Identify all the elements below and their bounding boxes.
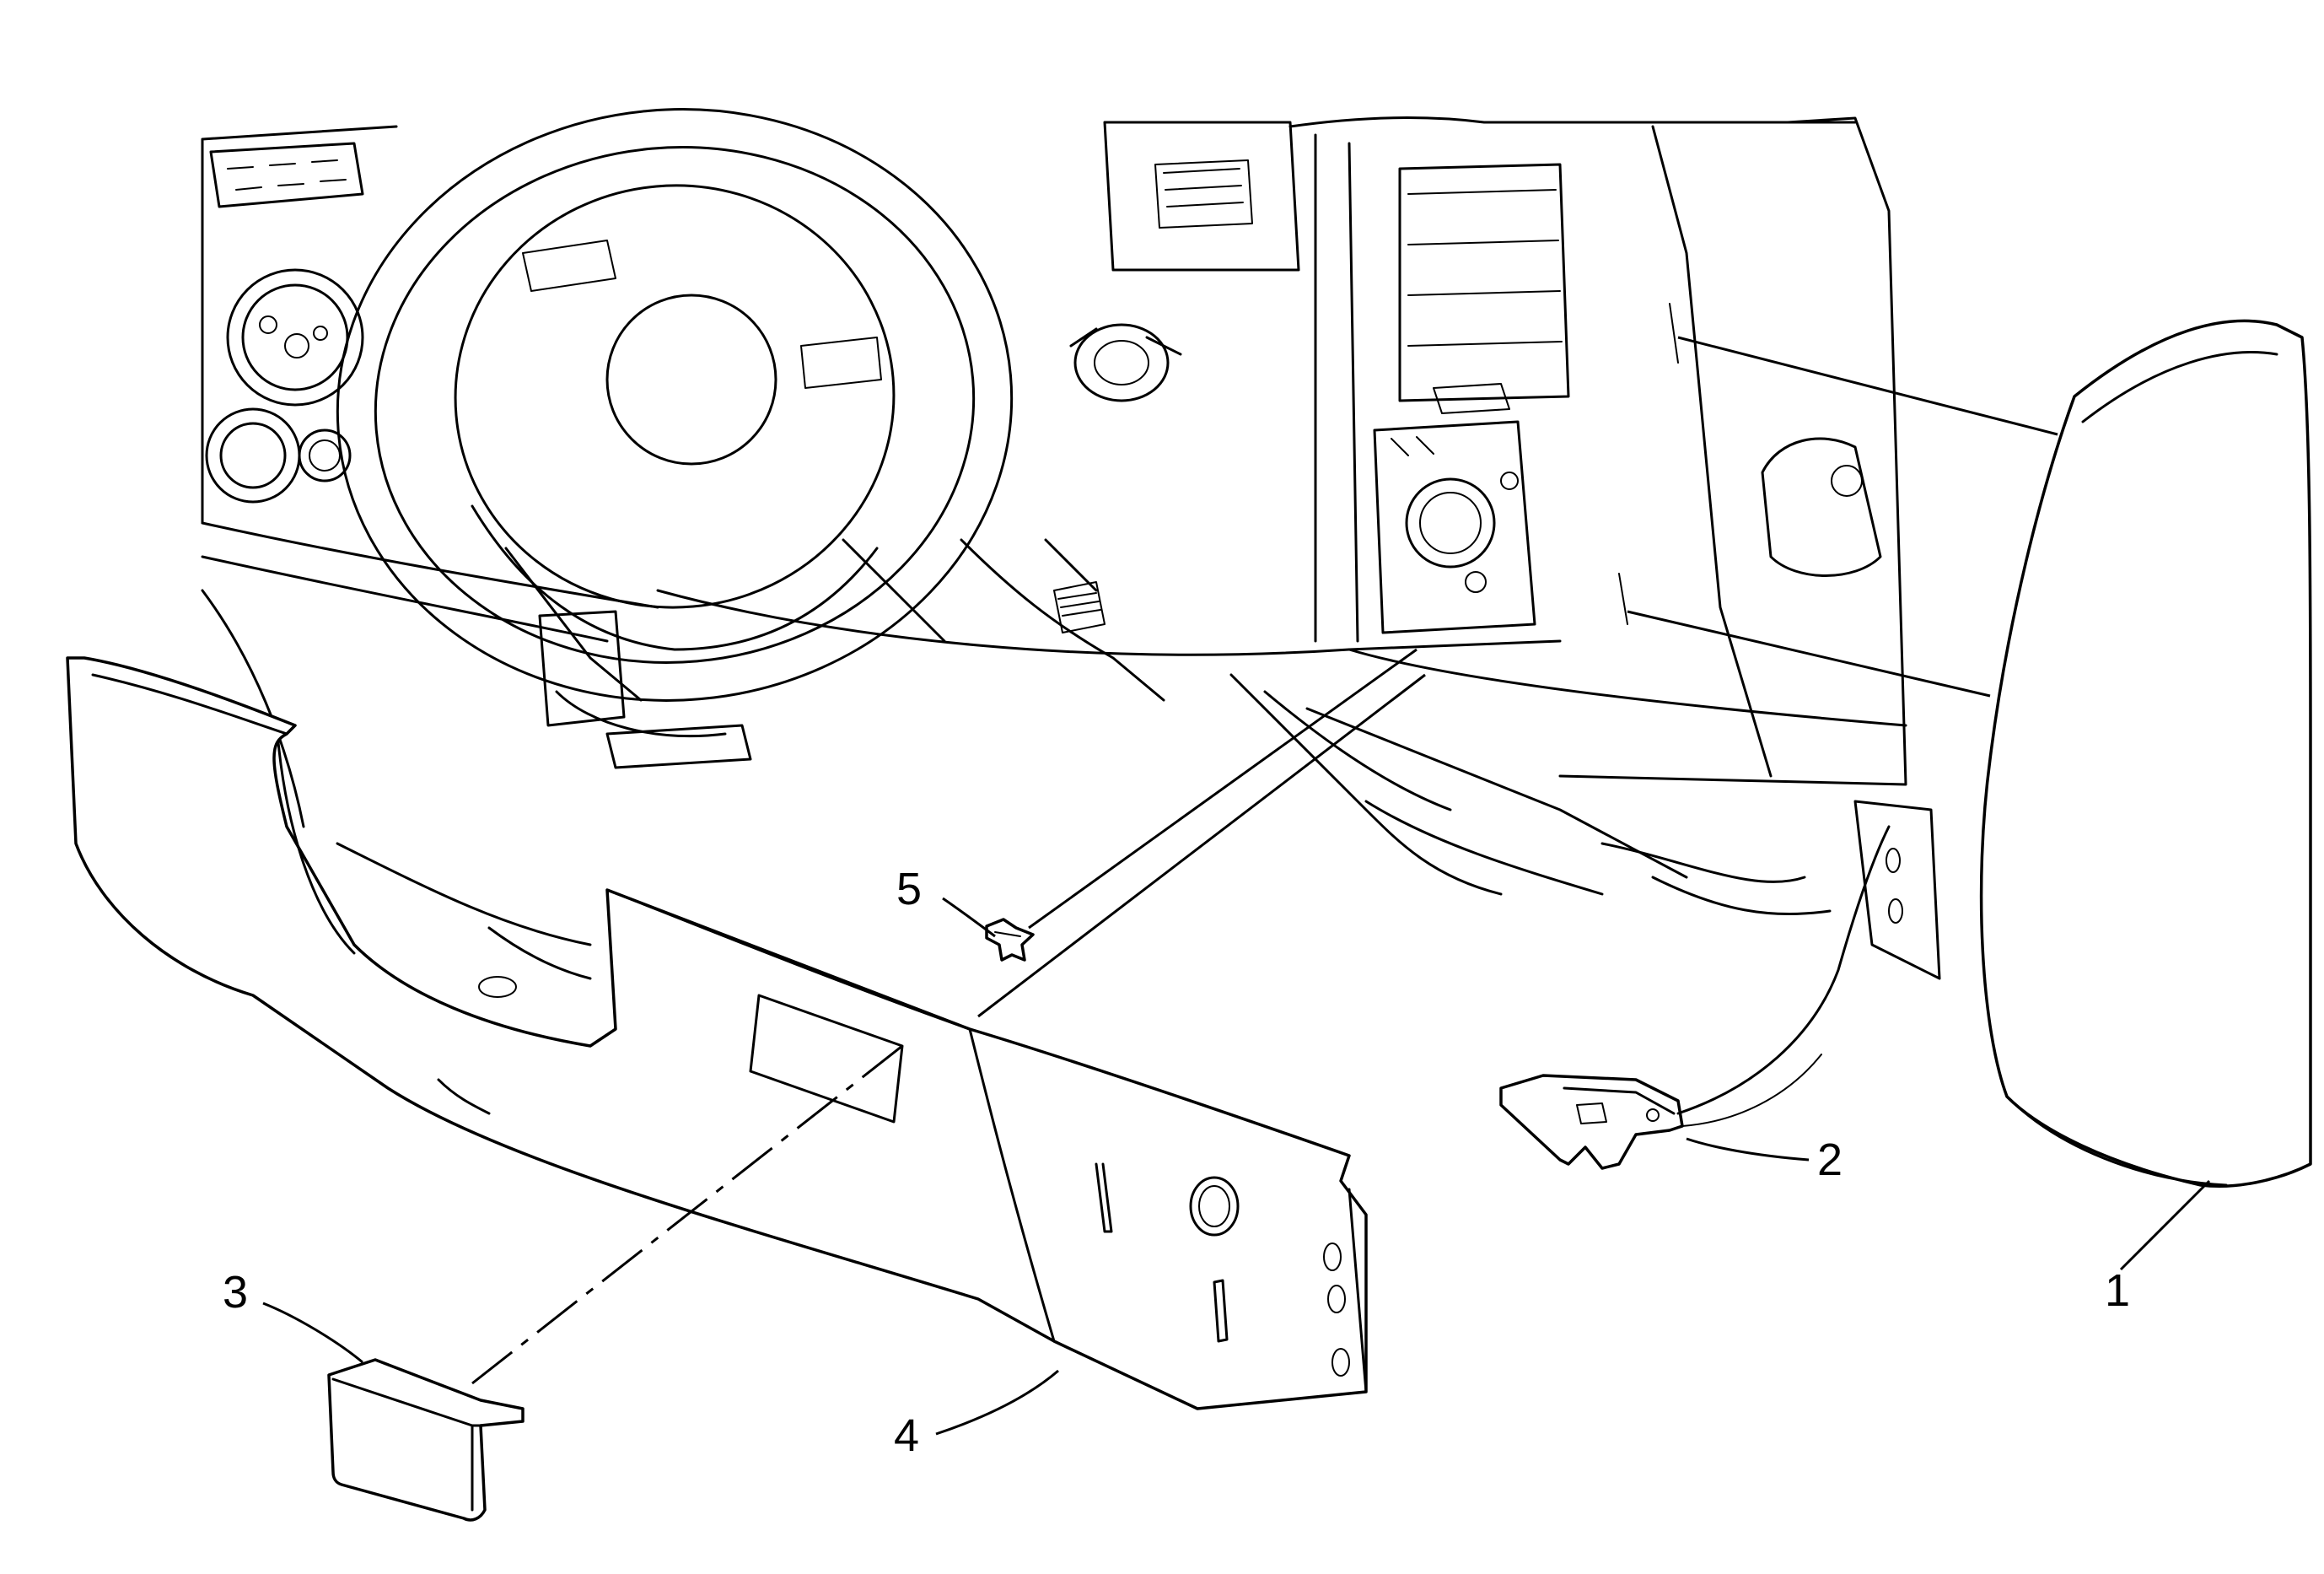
explode-line-1-lower: [1627, 610, 1991, 698]
part-2-latch-bracket: [1499, 825, 1891, 1170]
explode-line-3: [471, 1044, 903, 1385]
leader-1: [2119, 1179, 2211, 1271]
callout-leaders: [262, 897, 2211, 1436]
callout-4: 4: [894, 1410, 919, 1461]
explode-line-5: [1028, 648, 1418, 930]
part-4-knee-bolster-panel: [66, 656, 1368, 1410]
part-3-trim-cover-plate: [327, 1358, 525, 1522]
callout-1: 1: [2105, 1265, 2130, 1316]
callout-2: 2: [1817, 1135, 1843, 1185]
callout-labels: 1 2 3 4 5: [223, 864, 2130, 1461]
instrument-panel-background: [201, 108, 1941, 998]
leader-4: [935, 1369, 1059, 1436]
part-1-instrument-panel-end-cap: [1979, 319, 2312, 1189]
leader-5: [942, 897, 996, 938]
explode-line-4-right: [977, 673, 1426, 1018]
callout-5: 5: [896, 864, 922, 914]
explode-line-1-upper: [1677, 336, 2058, 436]
callout-3: 3: [223, 1267, 248, 1318]
leader-3: [262, 1302, 363, 1364]
part-5-retaining-clip: [985, 918, 1035, 962]
explosion-lines: [471, 336, 2058, 1385]
leader-2: [1686, 1137, 1810, 1162]
